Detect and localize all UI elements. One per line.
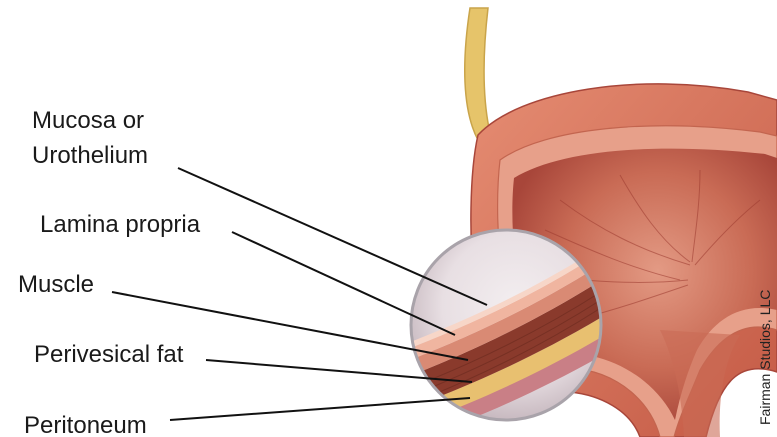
label-peritoneum: Peritoneum [24, 412, 147, 437]
image-credit: Fairman Studios, LLC [757, 290, 773, 425]
label-mucosa-line2: Urothelium [32, 142, 148, 169]
leader-line-mucosa [178, 168, 487, 305]
leader-line-peritoneum [170, 398, 470, 420]
label-mucosa-line1: Mucosa or [32, 107, 144, 134]
label-lamina-propria: Lamina propria [40, 211, 201, 238]
label-perivesical-fat: Perivesical fat [34, 341, 184, 368]
label-muscle: Muscle [18, 271, 94, 298]
